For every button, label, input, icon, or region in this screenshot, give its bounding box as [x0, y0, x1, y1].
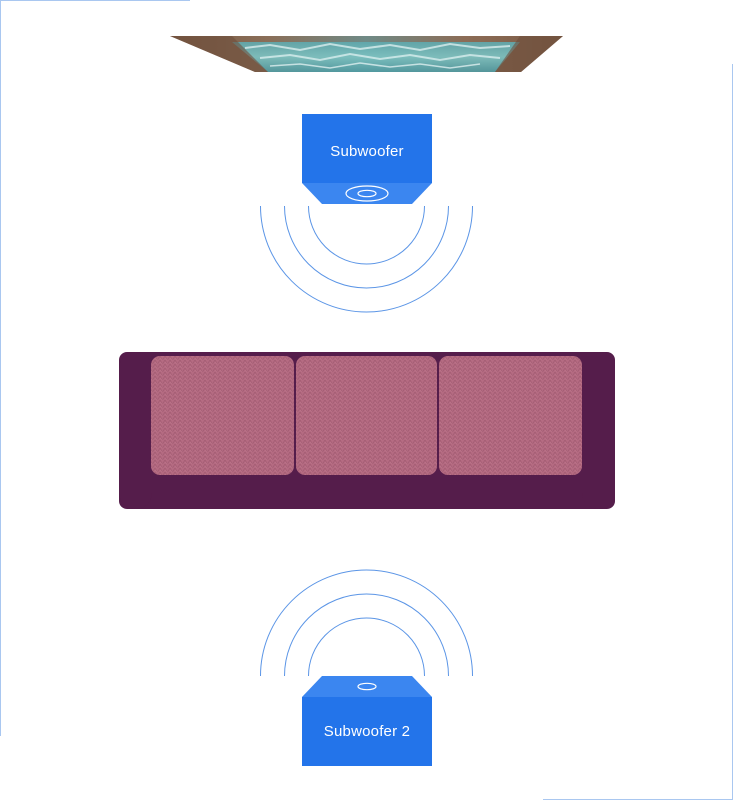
frame-line-top [0, 0, 190, 1]
subwoofer-top-face [302, 183, 432, 204]
subwoofer-bottom-face [302, 676, 432, 697]
sofa-cushion-middle [296, 356, 437, 475]
subwoofer-bottom-body [302, 697, 432, 766]
subwoofer-bottom [302, 676, 432, 766]
sound-wave-icon [260, 205, 473, 313]
sound-wave-icon [260, 569, 473, 677]
frame-line-bottom [543, 799, 733, 800]
speaker-driver-icon [345, 185, 389, 202]
subwoofer-2-label: Subwoofer 2 [323, 723, 411, 740]
tv-image [170, 36, 563, 72]
frame-line-left [0, 0, 1, 736]
subwoofer-label: Subwoofer [330, 143, 404, 160]
sofa-cushion-left [151, 356, 294, 475]
sofa-cushion-right [439, 356, 582, 475]
subwoofer-top [302, 114, 432, 204]
sofa [119, 352, 615, 509]
speaker-driver-icon [357, 682, 377, 691]
subwoofer-top-body [302, 114, 432, 183]
